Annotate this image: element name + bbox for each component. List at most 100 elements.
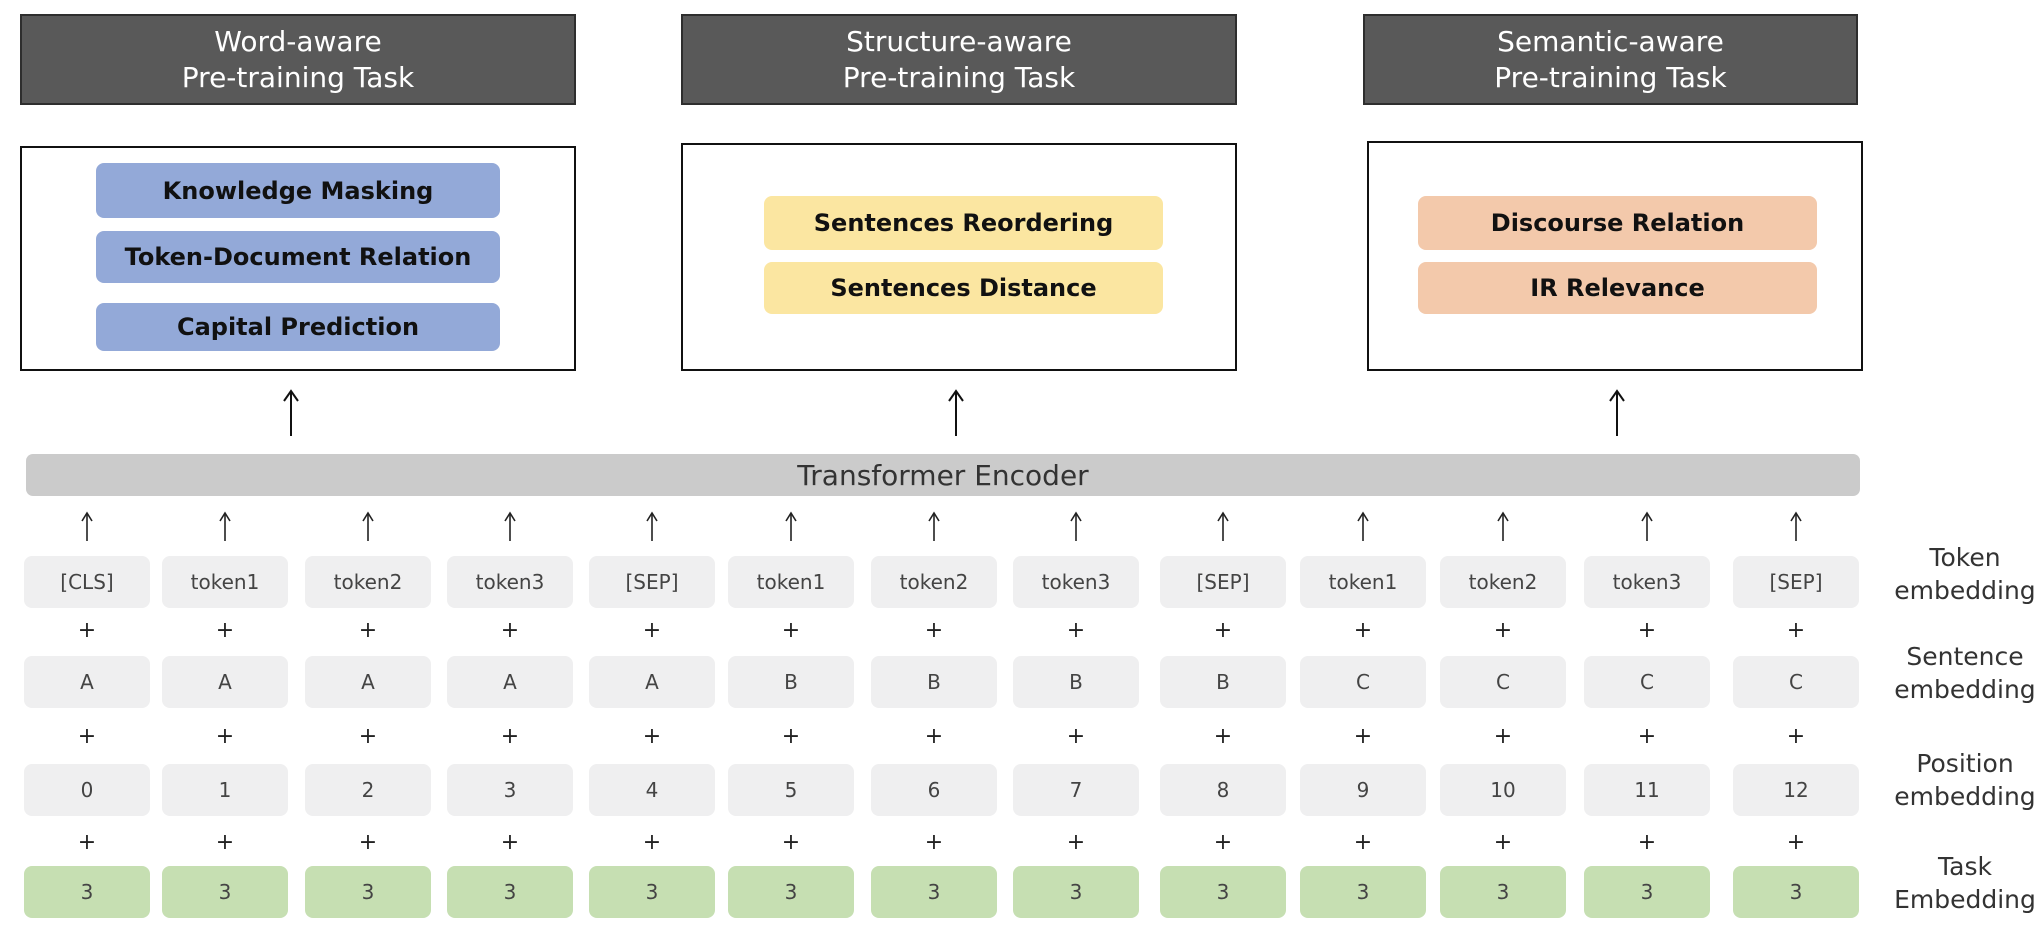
token-embedding-cell: token3 <box>1013 556 1139 608</box>
header-structure-aware-line2: Pre-training Task <box>842 60 1076 94</box>
task-embedding-cell: 3 <box>589 866 715 918</box>
row-label-sentence-line2: embedding <box>1894 675 2036 704</box>
row-label-position: Position embedding <box>1890 747 2040 813</box>
plus-icon: + <box>1493 829 1513 855</box>
arrow-up-icon <box>1217 511 1229 541</box>
plus-icon: + <box>1213 617 1233 643</box>
task-embedding-cell: 3 <box>1440 866 1566 918</box>
task-embedding-cell: 3 <box>1300 866 1426 918</box>
arrow-up-icon <box>1357 511 1369 541</box>
arrow-up-icon <box>1497 511 1509 541</box>
position-embedding-cell: 8 <box>1160 764 1286 816</box>
plus-icon: + <box>1066 829 1086 855</box>
panel-structure-aware <box>681 143 1237 371</box>
row-label-sentence: Sentence embedding <box>1890 640 2040 706</box>
sentence-embedding-cell: C <box>1300 656 1426 708</box>
token-embedding-cell: token2 <box>1440 556 1566 608</box>
plus-icon: + <box>500 723 520 749</box>
arrow-up-icon-semantic <box>1609 389 1625 436</box>
plus-icon: + <box>358 617 378 643</box>
task-embedding-cell: 3 <box>1584 866 1710 918</box>
arrow-up-icon <box>1790 511 1802 541</box>
row-label-token-line1: Token <box>1929 543 2001 572</box>
token-embedding-cell: [SEP] <box>1733 556 1859 608</box>
row-label-token-line2: embedding <box>1894 576 2036 605</box>
row-label-task-line2: Embedding <box>1894 885 2036 914</box>
plus-icon: + <box>1213 723 1233 749</box>
arrow-up-icon <box>1641 511 1653 541</box>
sentence-embedding-cell: C <box>1733 656 1859 708</box>
token-embedding-cell: token1 <box>1300 556 1426 608</box>
plus-icon: + <box>215 617 235 643</box>
plus-icon: + <box>215 829 235 855</box>
plus-icon: + <box>1786 617 1806 643</box>
encoder-label: Transformer Encoder <box>797 458 1089 492</box>
arrow-up-icon <box>504 511 516 541</box>
task-embedding-cell: 3 <box>162 866 288 918</box>
plus-icon: + <box>781 617 801 643</box>
task-embedding-cell: 3 <box>1013 866 1139 918</box>
token-embedding-cell: [SEP] <box>589 556 715 608</box>
task-embedding-cell: 3 <box>447 866 573 918</box>
position-embedding-cell: 3 <box>447 764 573 816</box>
position-embedding-cell: 10 <box>1440 764 1566 816</box>
task-embedding-cell: 3 <box>1160 866 1286 918</box>
plus-icon: + <box>77 829 97 855</box>
sentence-embedding-cell: B <box>1013 656 1139 708</box>
position-embedding-cell: 6 <box>871 764 997 816</box>
plus-icon: + <box>781 723 801 749</box>
plus-icon: + <box>1637 723 1657 749</box>
sentence-embedding-cell: C <box>1584 656 1710 708</box>
position-embedding-cell: 5 <box>728 764 854 816</box>
task-embedding-cell: 3 <box>728 866 854 918</box>
sentence-embedding-cell: A <box>305 656 431 708</box>
sentence-embedding-cell: A <box>162 656 288 708</box>
plus-icon: + <box>924 617 944 643</box>
arrow-up-icon <box>219 511 231 541</box>
plus-icon: + <box>924 829 944 855</box>
header-structure-aware: Structure-aware Pre-training Task <box>681 14 1237 105</box>
plus-icon: + <box>1493 723 1513 749</box>
arrow-up-icon <box>646 511 658 541</box>
plus-icon: + <box>1637 617 1657 643</box>
task-token-document-relation: Token-Document Relation <box>96 231 500 283</box>
token-embedding-cell: token1 <box>162 556 288 608</box>
plus-icon: + <box>77 617 97 643</box>
sentence-embedding-cell: C <box>1440 656 1566 708</box>
position-embedding-cell: 1 <box>162 764 288 816</box>
header-structure-aware-line1: Structure-aware <box>846 24 1072 58</box>
task-sentences-reordering: Sentences Reordering <box>764 196 1163 250</box>
position-embedding-cell: 2 <box>305 764 431 816</box>
task-discourse-relation: Discourse Relation <box>1418 196 1817 250</box>
header-word-aware-line2: Pre-training Task <box>181 60 415 94</box>
sentence-embedding-cell: A <box>24 656 150 708</box>
token-embedding-cell: token1 <box>728 556 854 608</box>
task-ir-relevance: IR Relevance <box>1418 262 1817 314</box>
arrow-up-icon <box>81 511 93 541</box>
token-embedding-cell: token2 <box>305 556 431 608</box>
sentence-embedding-cell: A <box>589 656 715 708</box>
row-label-position-line2: embedding <box>1894 782 2036 811</box>
position-embedding-cell: 12 <box>1733 764 1859 816</box>
plus-icon: + <box>1493 617 1513 643</box>
header-word-aware-line1: Word-aware <box>214 24 382 58</box>
sentence-embedding-cell: B <box>728 656 854 708</box>
plus-icon: + <box>500 829 520 855</box>
plus-icon: + <box>358 723 378 749</box>
plus-icon: + <box>500 617 520 643</box>
task-embedding-cell: 3 <box>1733 866 1859 918</box>
row-label-position-line1: Position <box>1916 749 2014 778</box>
header-semantic-aware-line1: Semantic-aware <box>1497 24 1724 58</box>
plus-icon: + <box>215 723 235 749</box>
token-embedding-cell: [SEP] <box>1160 556 1286 608</box>
row-label-task-line1: Task <box>1938 852 1992 881</box>
position-embedding-cell: 9 <box>1300 764 1426 816</box>
plus-icon: + <box>77 723 97 749</box>
token-embedding-cell: token3 <box>447 556 573 608</box>
header-semantic-aware: Semantic-aware Pre-training Task <box>1363 14 1858 105</box>
position-embedding-cell: 7 <box>1013 764 1139 816</box>
plus-icon: + <box>1353 617 1373 643</box>
token-embedding-cell: token3 <box>1584 556 1710 608</box>
position-embedding-cell: 4 <box>589 764 715 816</box>
plus-icon: + <box>642 829 662 855</box>
